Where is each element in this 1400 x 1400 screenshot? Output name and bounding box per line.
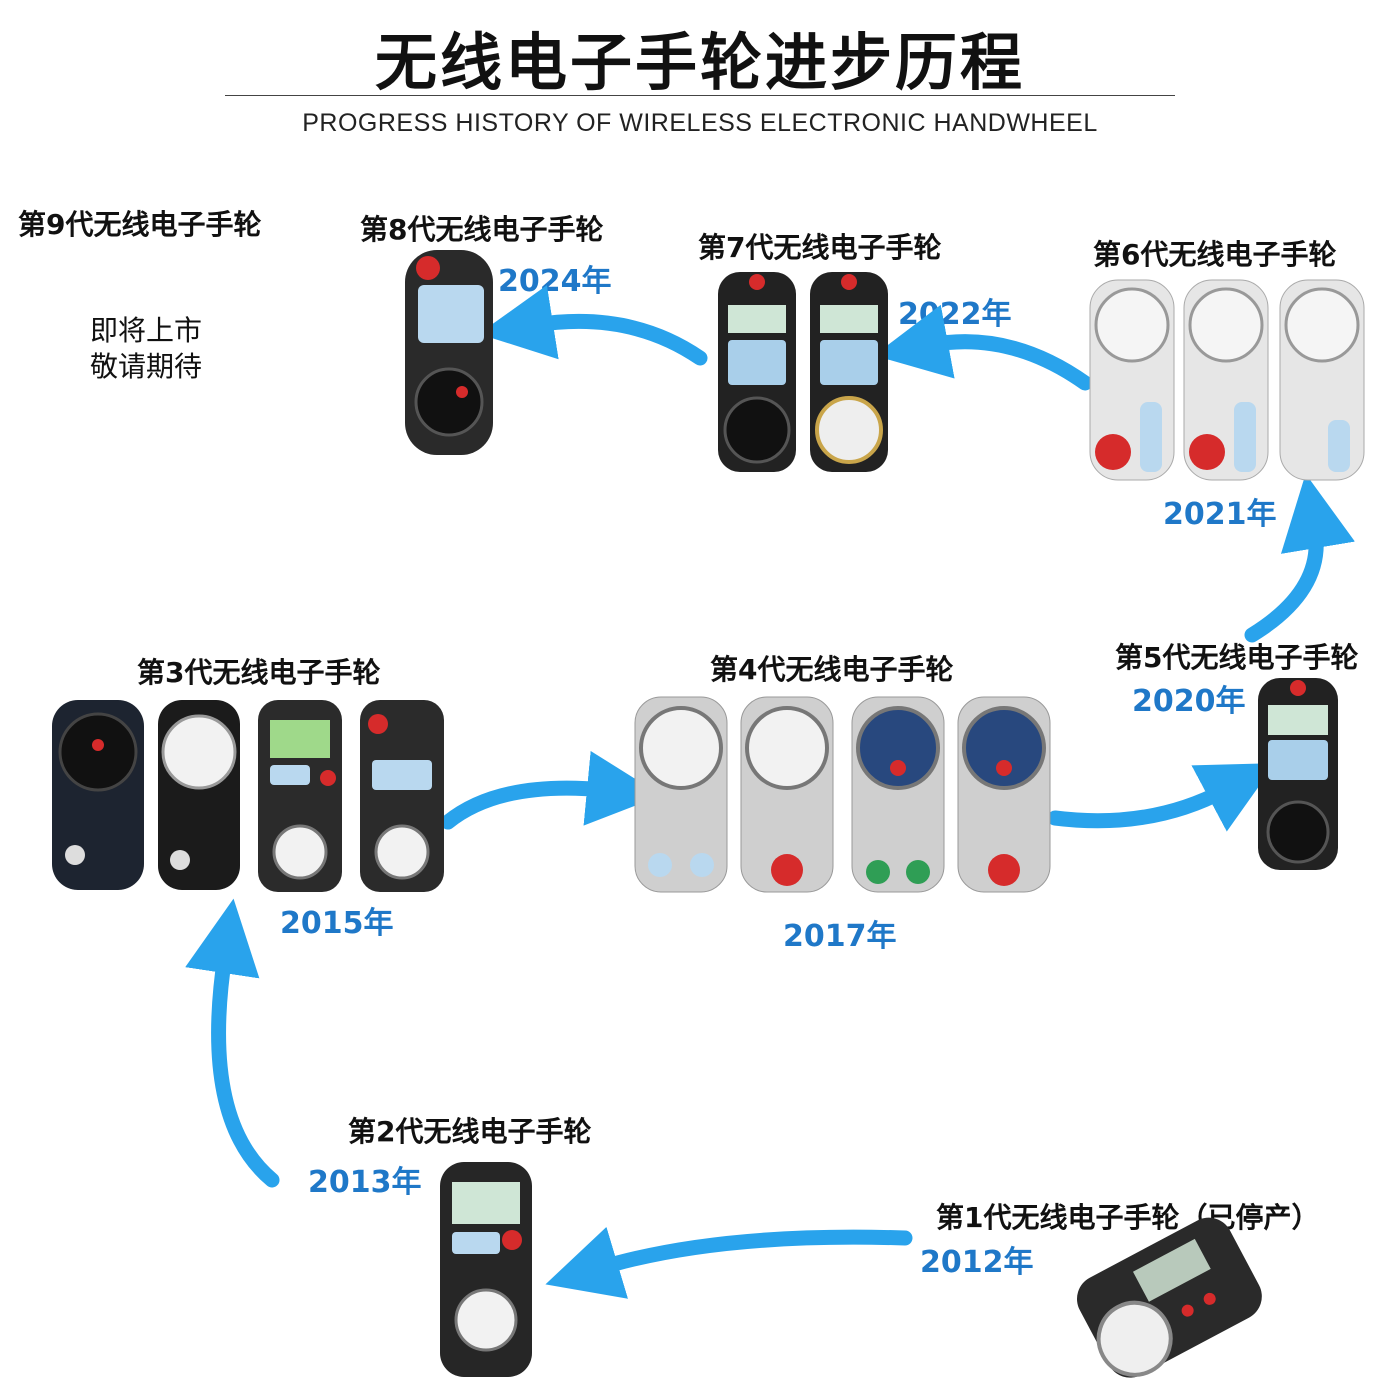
gen9-note-line1: 即将上市 [90, 314, 203, 347]
gen9-note-line2: 敬请期待 [90, 350, 203, 383]
gen1-year: 2012年 [920, 1245, 1034, 1280]
gen8-label: 第8代无线电子手轮 [360, 213, 604, 246]
arrow-gen2-to-gen3 [185, 898, 280, 1188]
handwheel-device-icon [740, 696, 834, 893]
handwheel-device-icon [360, 700, 444, 892]
gen3-year: 2015年 [280, 906, 394, 941]
handwheel-device-icon [851, 696, 945, 893]
gen9-note: 即将上市 敬请期待 [90, 313, 202, 385]
page-subtitle: PROGRESS HISTORY OF WIRELESS ELECTRONIC … [302, 109, 1098, 137]
handwheel-device-icon [1183, 279, 1269, 481]
page-title: 无线电子手轮进步历程 [374, 26, 1025, 99]
gen4-year: 2017年 [783, 919, 897, 954]
arrow-gen5-to-gen6 [1244, 473, 1355, 643]
gen7-label: 第7代无线电子手轮 [698, 231, 942, 264]
handwheel-device-icon [810, 272, 888, 472]
handwheel-device-icon [957, 696, 1051, 893]
handwheel-device-icon [1258, 678, 1338, 870]
gen6-year: 2021年 [1163, 497, 1277, 532]
arrow-gen1-to-gen2 [545, 1226, 913, 1299]
gen5-year: 2020年 [1132, 684, 1246, 719]
gen5-label: 第5代无线电子手轮 [1115, 641, 1359, 674]
handwheel-device-icon [440, 1162, 532, 1377]
gen2-label: 第2代无线电子手轮 [348, 1115, 592, 1148]
handwheel-device-icon [405, 250, 493, 455]
handwheel-device-icon [1279, 279, 1365, 481]
gen9-label: 第9代无线电子手轮 [18, 208, 262, 241]
handwheel-device-icon [52, 700, 144, 890]
handwheel-device-icon [1089, 279, 1175, 481]
title-divider [225, 95, 1175, 96]
gen2-year: 2013年 [308, 1165, 422, 1200]
gen4-label: 第4代无线电子手轮 [710, 653, 954, 686]
handwheel-device-icon [258, 700, 342, 892]
handwheel-device-icon [718, 272, 796, 472]
gen6-label: 第6代无线电子手轮 [1093, 238, 1337, 271]
handwheel-device-icon [158, 700, 240, 890]
arrow-gen6-to-gen7 [873, 304, 1093, 391]
arrow-gen7-to-gen8 [478, 285, 708, 366]
arrow-gen3-to-gen4 [440, 750, 662, 830]
gen3-label: 第3代无线电子手轮 [137, 656, 381, 689]
gen1-label: 第1代无线电子手轮（已停产） [936, 1201, 1320, 1234]
handwheel-device-icon [634, 696, 728, 893]
handwheel-device-icon [1077, 1217, 1262, 1378]
arrow-gen4-to-gen5 [1047, 763, 1276, 832]
